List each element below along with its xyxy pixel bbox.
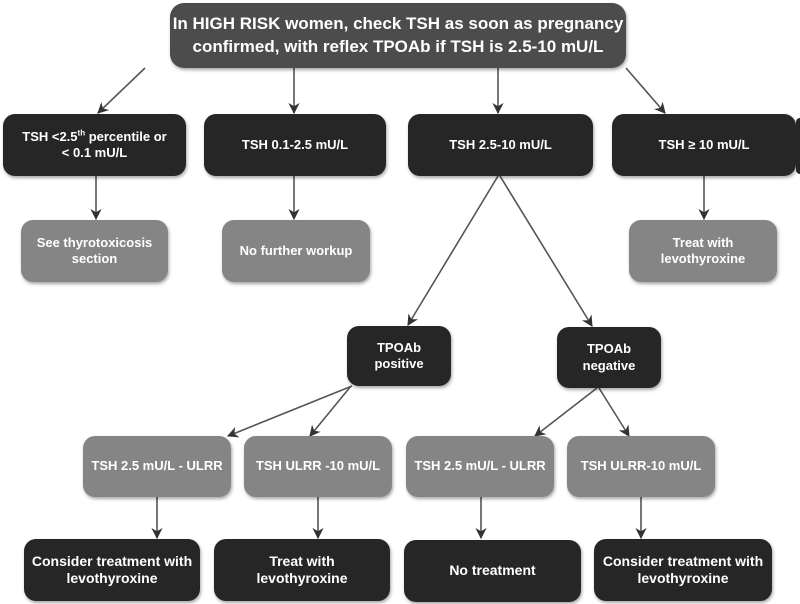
arrow-positive-to-pos-low bbox=[226, 385, 353, 438]
arrow-tsh-mid-to-tpoab-negative bbox=[499, 175, 593, 327]
node-tsh-mid: TSH 2.5-10 mU/L bbox=[408, 114, 593, 176]
node-no-further-workup-label: No further workup bbox=[239, 242, 353, 258]
node-tsh-low-line-2: < 0.1 mU/L bbox=[61, 145, 128, 160]
node-tpoab-negative: TPOAb negative bbox=[557, 327, 661, 388]
node-negative-tsh-ulrr-10: TSH ULRR-10 mU/L bbox=[567, 436, 715, 497]
node-outcome-consider-treatment-negative: Consider treatment with levothyroxine bbox=[594, 539, 772, 601]
node-tsh-high-label: TSH ≥ 10 mU/L bbox=[658, 136, 750, 152]
node-outcome-no-treatment: No treatment bbox=[404, 540, 581, 602]
node-tsh-mid-label: TSH 2.5-10 mU/L bbox=[449, 136, 552, 152]
node-tsh-low-line-1: TSH <2.5th percentile or bbox=[22, 128, 167, 144]
node-outcome-4-line-2: levothyroxine bbox=[637, 570, 729, 586]
node-tsh-normal: TSH 0.1-2.5 mU/L bbox=[204, 114, 386, 176]
node-positive-tsh-ulrr-10: TSH ULRR -10 mU/L bbox=[244, 436, 392, 497]
node-treat-levothyroxine-high: Treat with levothyroxine bbox=[629, 220, 777, 282]
node-tpoab-negative-line-2: negative bbox=[582, 357, 636, 373]
offscreen-node-edge bbox=[796, 118, 800, 174]
arrow-root-to-tsh-low bbox=[97, 67, 146, 114]
root-line-1: In HIGH RISK women, check TSH as soon as… bbox=[172, 14, 624, 34]
node-outcome-treat-positive: Treat with levothyroxine bbox=[214, 539, 390, 601]
root-line-2: confirmed, with reflex TPOAb if TSH is 2… bbox=[192, 36, 604, 56]
arrow-negative-to-neg-high bbox=[598, 387, 630, 437]
node-see-thyrotoxicosis-line-2: section bbox=[71, 251, 118, 266]
node-negative-tsh-2-5-ulrr: TSH 2.5 mU/L - ULRR bbox=[406, 436, 554, 497]
node-tpoab-negative-line-1: TPOAb bbox=[586, 341, 632, 357]
node-pos-high-label: TSH ULRR -10 mU/L bbox=[255, 458, 381, 474]
node-outcome-2-line-2: levothyroxine bbox=[256, 570, 348, 586]
node-tsh-high: TSH ≥ 10 mU/L bbox=[612, 114, 796, 176]
node-tsh-low: TSH <2.5th percentile or < 0.1 mU/L bbox=[3, 114, 186, 176]
node-treat-high-line-2: levothyroxine bbox=[660, 251, 746, 266]
node-outcome-2-line-1: Treat with bbox=[269, 552, 335, 569]
node-positive-tsh-2-5-ulrr: TSH 2.5 mU/L - ULRR bbox=[83, 436, 231, 497]
node-treat-high-line-1: Treat with bbox=[672, 234, 734, 250]
node-tpoab-positive-line-2: positive bbox=[374, 356, 424, 371]
node-see-thyrotoxicosis: See thyrotoxicosis section bbox=[21, 220, 168, 282]
arrow-tsh-mid-to-tpoab-positive bbox=[407, 175, 499, 326]
node-outcome-3-label: No treatment bbox=[449, 562, 536, 579]
root-node-high-risk-screening: In HIGH RISK women, check TSH as soon as… bbox=[170, 3, 626, 68]
node-no-further-workup: No further workup bbox=[222, 220, 370, 282]
arrow-negative-to-neg-low bbox=[534, 387, 598, 437]
node-neg-high-label: TSH ULRR-10 mU/L bbox=[580, 458, 702, 474]
arrow-root-to-tsh-high bbox=[625, 67, 666, 114]
node-tpoab-positive: TPOAb positive bbox=[347, 326, 451, 386]
node-outcome-1-line-2: levothyroxine bbox=[66, 570, 158, 586]
node-outcome-consider-treatment-positive: Consider treatment with levothyroxine bbox=[24, 539, 200, 601]
node-tpoab-positive-line-1: TPOAb bbox=[376, 339, 422, 355]
arrow-positive-to-pos-high bbox=[309, 385, 352, 437]
node-outcome-4-line-1: Consider treatment with bbox=[602, 552, 764, 569]
node-outcome-1-line-1: Consider treatment with bbox=[31, 552, 193, 569]
node-neg-low-label: TSH 2.5 mU/L - ULRR bbox=[414, 458, 546, 474]
node-see-thyrotoxicosis-line-1: See thyrotoxicosis bbox=[36, 234, 153, 250]
node-tsh-normal-label: TSH 0.1-2.5 mU/L bbox=[241, 136, 349, 152]
node-pos-low-label: TSH 2.5 mU/L - ULRR bbox=[91, 458, 223, 474]
